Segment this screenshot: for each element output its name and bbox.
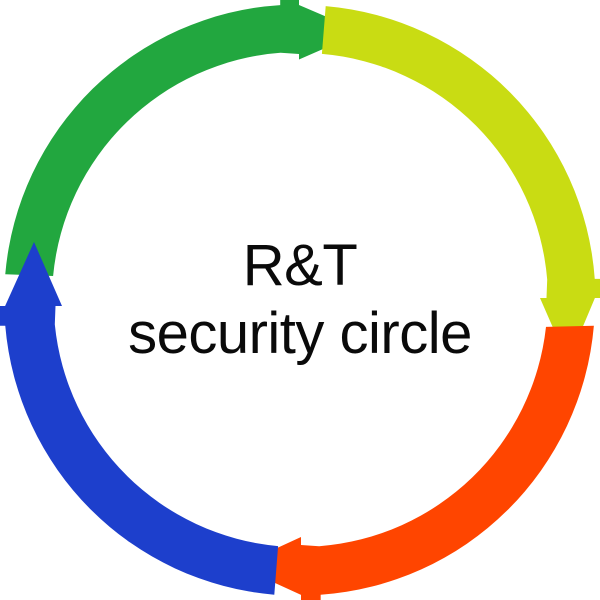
segment-yellow-group <box>321 6 600 362</box>
yellow-arrow <box>321 6 600 362</box>
blue-arrow <box>0 242 279 595</box>
segment-green-group <box>5 0 362 276</box>
green-arrow <box>5 0 362 276</box>
orange-arrow <box>238 325 594 600</box>
segment-orange-group <box>238 325 594 600</box>
segment-blue-group <box>0 242 279 595</box>
